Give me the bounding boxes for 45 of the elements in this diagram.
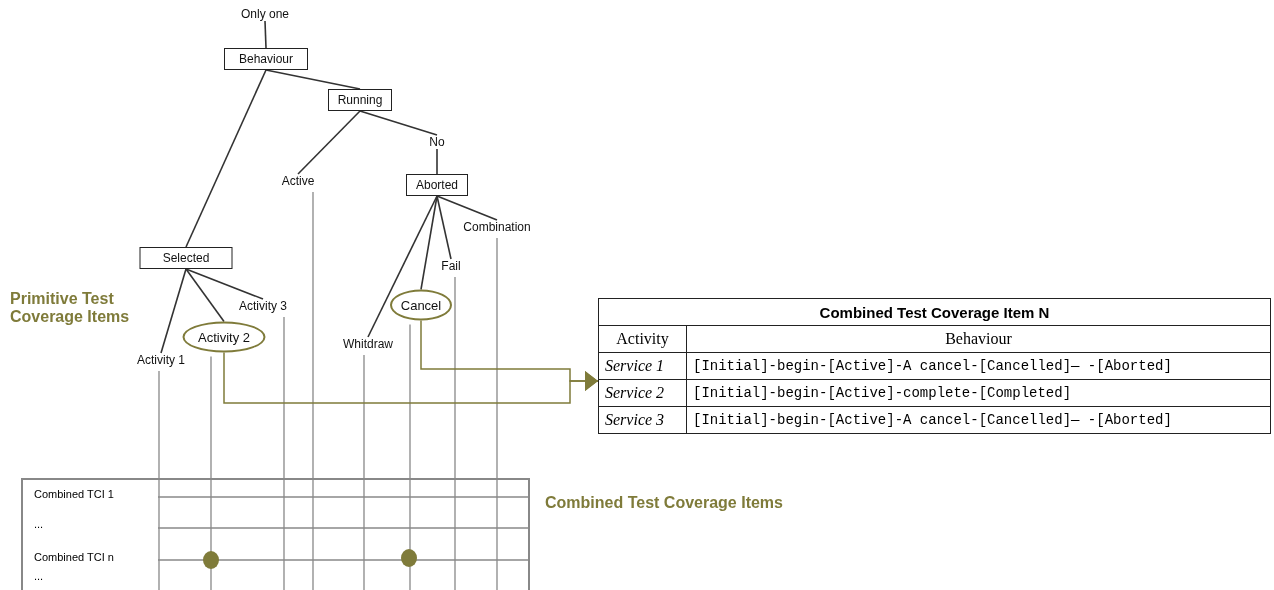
combination-grid [21,478,530,590]
table-cell: [Initial]-begin-[Active]-A cancel-[Cancelled]— -[Aborted] [686,406,1271,434]
table-cell: [Initial]-begin-[Active]-A cancel-[Cancelled]— -[Aborted] [686,352,1271,380]
class-label: Only one [241,7,289,21]
category-box: Aborted [406,174,468,196]
category-box: Running [328,89,392,111]
class-label: No [429,135,445,149]
class-label: Whitdraw [343,337,393,351]
tree-line [160,268,187,354]
row-label: Combined TCI 1 [34,488,114,500]
category-box: Behaviour [224,48,308,70]
tree-line [359,110,438,136]
category-box: Selected [139,247,233,269]
tree-line [436,195,498,221]
table-cell: [Initial]-begin-[Active]-complete-[Completed] [686,379,1271,407]
row-label: ... [34,570,44,582]
caption-text: Primitive Test Coverage Items [10,290,131,326]
tree-line [264,20,267,49]
class-label: Fail [441,259,461,273]
class-label: Activity 1 [137,353,185,367]
selected-class-ellipse: Activity 2 [182,321,266,353]
arrow [420,319,599,391]
row-label: ... [34,518,44,530]
table-cell: Activity [598,325,687,353]
tree-line [185,69,267,248]
tree-line [436,195,452,260]
row-label: Combined TCI n [34,551,114,563]
tree-line [420,195,438,291]
tree-line [185,268,225,323]
selected-class-ellipse: Cancel [390,289,452,321]
table-cell: Service 1 [598,352,687,380]
class-label: Activity 3 [239,299,287,313]
table-cell: Behaviour [686,325,1271,353]
tree-line [185,268,264,300]
coverage-table [598,298,1271,434]
table-cell: Service 3 [598,406,687,434]
class-label: Combination [463,220,531,234]
caption-text: Combined Test Coverage Items [545,494,784,512]
tree-line [265,69,361,90]
tree-line [367,195,438,338]
tree-line [436,148,438,175]
class-label: Active [281,174,315,188]
table-cell: Service 2 [598,379,687,407]
table-title: Combined Test Coverage Item N [598,298,1271,326]
tree-line [297,110,361,175]
